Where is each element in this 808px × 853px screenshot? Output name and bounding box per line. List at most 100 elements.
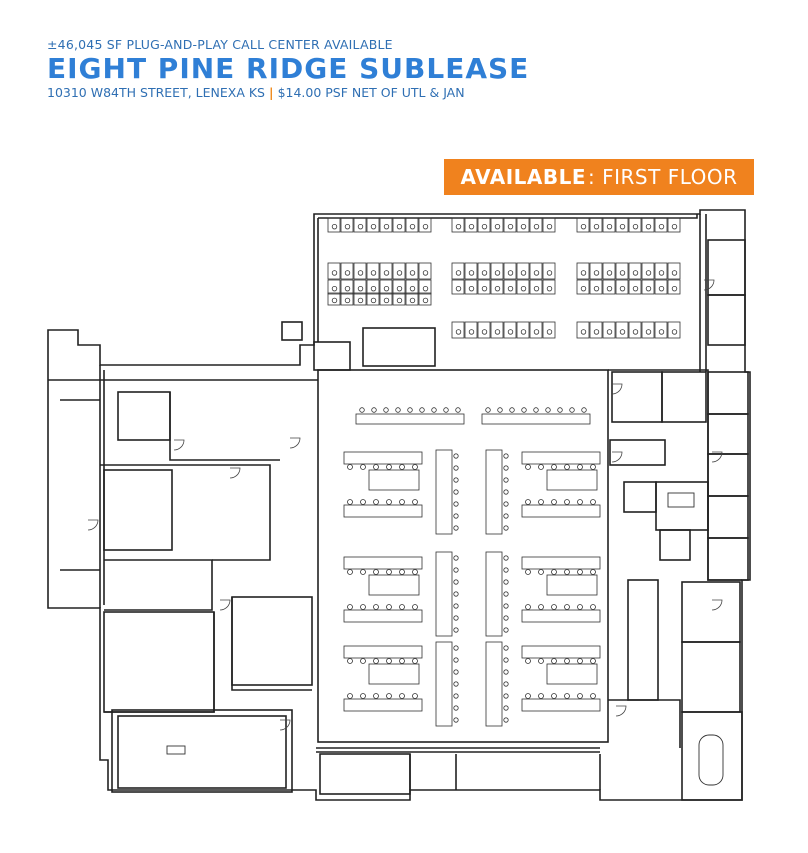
cubicle xyxy=(392,279,406,295)
listing-subline: 10310 W84TH STREET, LENEXA KS|$14.00 PSF… xyxy=(47,85,529,100)
cubicle xyxy=(340,292,354,306)
desk-column xyxy=(435,449,459,535)
desk-pod xyxy=(521,645,601,712)
desk-column xyxy=(435,551,459,637)
cubicle xyxy=(602,262,616,280)
cubicle xyxy=(379,217,393,233)
bench-row xyxy=(481,407,591,425)
cubicle xyxy=(529,217,543,233)
cubicle xyxy=(615,262,629,280)
cubicle xyxy=(589,279,603,295)
cubicle xyxy=(516,262,530,280)
cubicle xyxy=(641,217,655,233)
cubicle xyxy=(641,262,655,280)
cubicle xyxy=(353,262,367,280)
cubicle xyxy=(477,262,491,280)
cubicle xyxy=(353,292,367,306)
cubicle xyxy=(654,279,668,295)
cubicle xyxy=(615,321,629,339)
cubicle xyxy=(405,292,419,306)
desk-pod xyxy=(343,451,423,518)
cubicle xyxy=(667,279,681,295)
cubicle xyxy=(464,279,478,295)
cubicle xyxy=(405,262,419,280)
cubicle xyxy=(529,262,543,280)
conference-table xyxy=(166,492,724,786)
cubicle xyxy=(353,279,367,295)
cubicle xyxy=(628,279,642,295)
desk-pod xyxy=(521,451,601,518)
cubicle xyxy=(464,217,478,233)
cubicle xyxy=(340,217,354,233)
cubicle xyxy=(542,262,556,280)
bench-row xyxy=(355,407,465,425)
desk-column xyxy=(485,449,509,535)
cubicle xyxy=(667,321,681,339)
cubicle xyxy=(464,262,478,280)
separator: | xyxy=(268,85,274,100)
cubicle xyxy=(576,217,590,233)
cubicle xyxy=(418,262,432,280)
cubicle xyxy=(615,279,629,295)
cubicle xyxy=(516,279,530,295)
cubicle xyxy=(576,262,590,280)
cubicle xyxy=(503,321,517,339)
door-swing xyxy=(611,383,623,395)
cubicle xyxy=(392,292,406,306)
cubicle xyxy=(451,262,465,280)
cubicle xyxy=(418,217,432,233)
cubicle xyxy=(589,321,603,339)
cubicle xyxy=(490,262,504,280)
cubicle xyxy=(477,279,491,295)
desk-pod xyxy=(343,556,423,623)
cubicle xyxy=(542,279,556,295)
listing-kicker: ±46,045 SF PLUG-AND-PLAY CALL CENTER AVA… xyxy=(47,37,393,52)
door-swing xyxy=(703,279,715,291)
cubicle xyxy=(602,279,616,295)
workstation-clusters xyxy=(327,217,681,727)
door-swing xyxy=(711,599,723,611)
cubicle xyxy=(340,279,354,295)
cubicle xyxy=(576,321,590,339)
cubicle xyxy=(379,292,393,306)
listing-address: 10310 W84TH STREET, LENEXA KS xyxy=(47,85,265,100)
cubicle xyxy=(366,279,380,295)
desk-column xyxy=(435,641,459,727)
cubicle xyxy=(503,262,517,280)
door-swing xyxy=(229,467,241,479)
door-swing xyxy=(173,439,185,451)
cubicle xyxy=(602,217,616,233)
cubicle xyxy=(589,262,603,280)
cubicle xyxy=(654,321,668,339)
door-swing xyxy=(87,519,99,531)
cubicle xyxy=(477,217,491,233)
cubicle xyxy=(366,292,380,306)
cubicle xyxy=(353,217,367,233)
cubicle xyxy=(516,217,530,233)
cubicle xyxy=(405,217,419,233)
desk-column xyxy=(485,551,509,637)
cubicle xyxy=(628,262,642,280)
cubicle xyxy=(327,262,341,280)
cubicle xyxy=(654,262,668,280)
cubicle xyxy=(451,321,465,339)
cubicle xyxy=(464,321,478,339)
cubicle xyxy=(405,279,419,295)
desk-pod xyxy=(521,556,601,623)
listing-price: $14.00 PSF NET OF UTL & JAN xyxy=(277,85,465,100)
availability-badge: AVAILABLE: FIRST FLOOR xyxy=(444,159,754,195)
cubicle xyxy=(589,217,603,233)
cubicle xyxy=(628,217,642,233)
door-swings xyxy=(87,279,723,731)
cubicle xyxy=(392,217,406,233)
cubicle xyxy=(628,321,642,339)
cubicle xyxy=(641,279,655,295)
cubicle xyxy=(340,262,354,280)
cubicle xyxy=(327,292,341,306)
cubicle xyxy=(667,217,681,233)
cubicle xyxy=(542,321,556,339)
door-swing xyxy=(711,451,723,463)
cubicle xyxy=(503,217,517,233)
cubicle xyxy=(529,321,543,339)
cubicle xyxy=(366,217,380,233)
